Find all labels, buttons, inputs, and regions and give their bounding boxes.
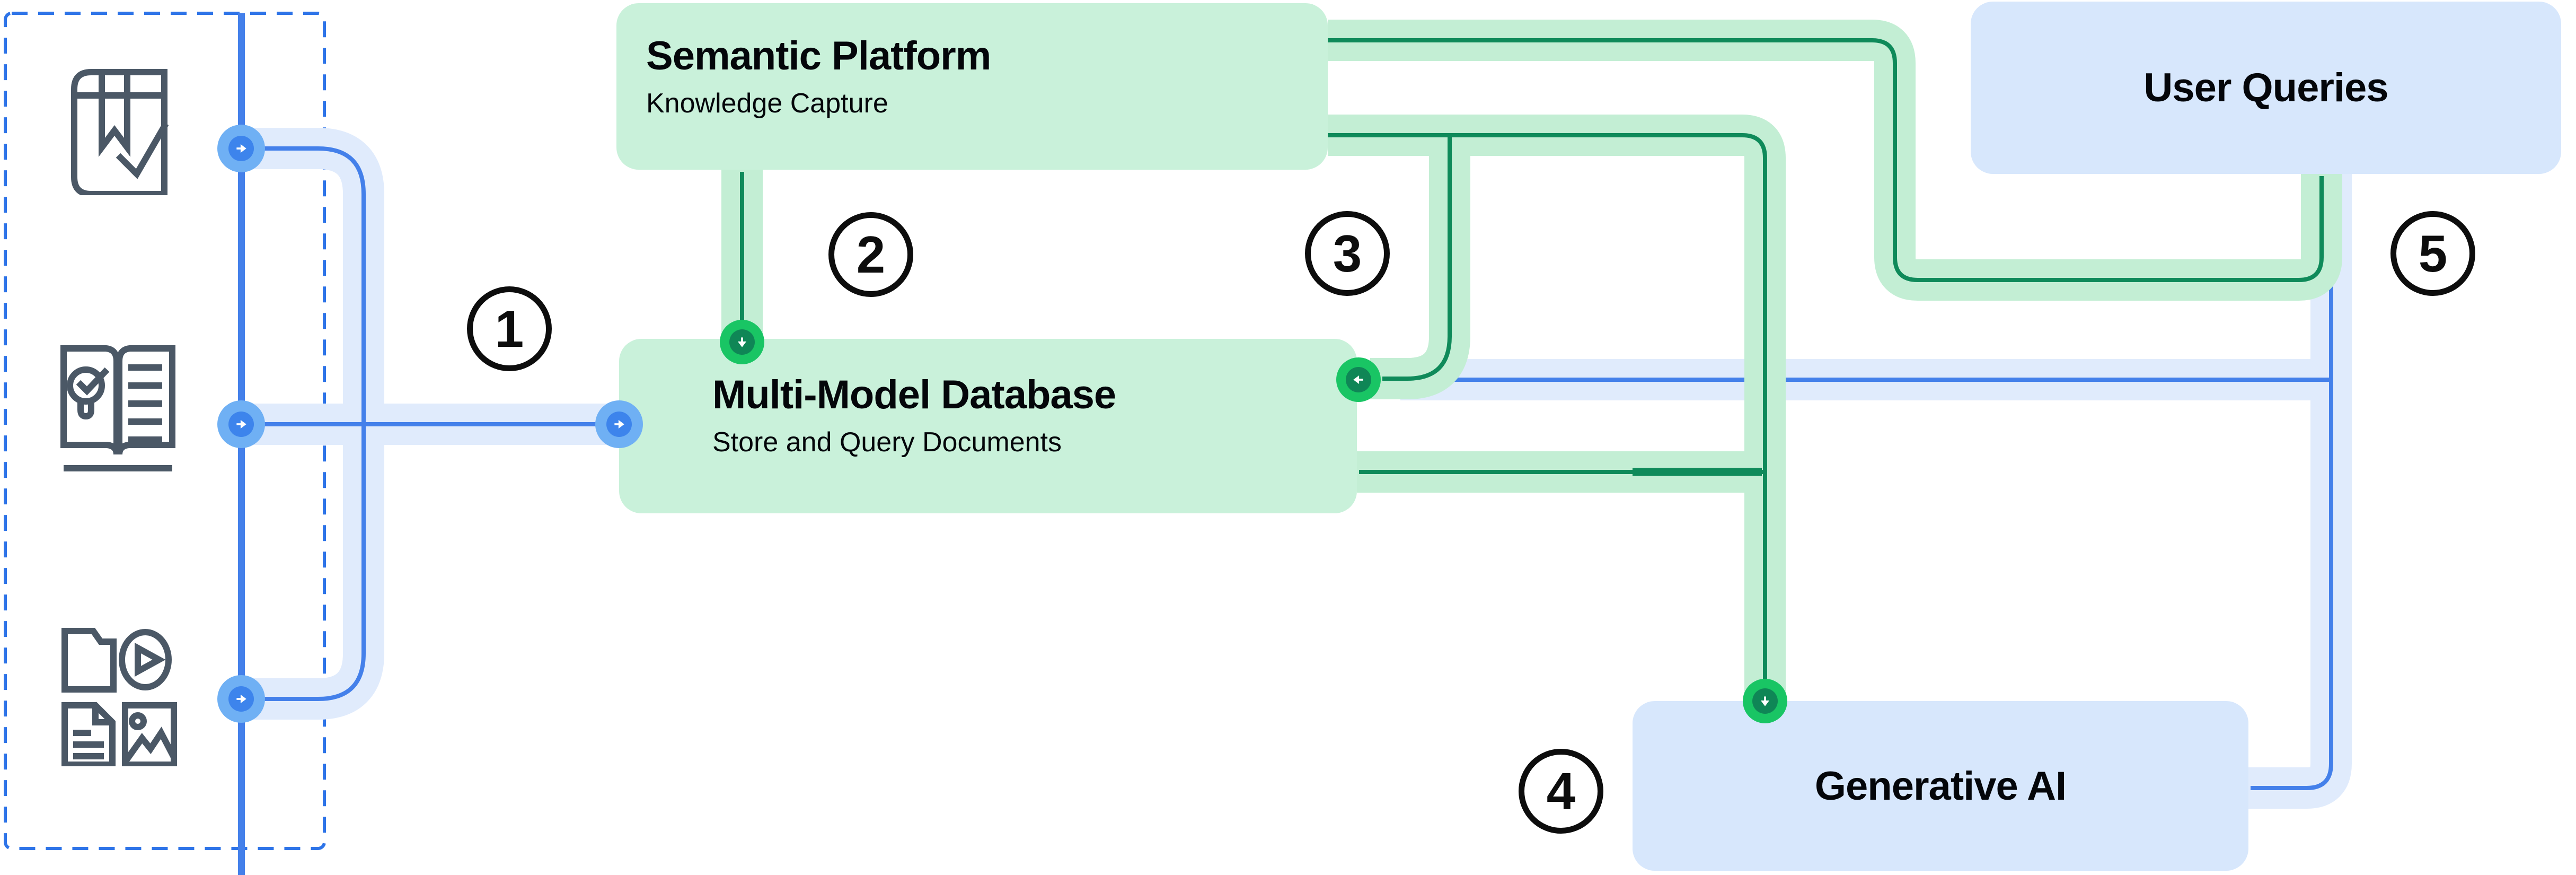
open-book-idea-icon bbox=[60, 345, 175, 471]
flow-node-database-to-genai-arrow-icon bbox=[1743, 679, 1787, 723]
step-badge-4: 4 bbox=[1519, 749, 1603, 834]
book-check-icon bbox=[71, 69, 169, 195]
flow-node-source-2-arrow-icon bbox=[217, 400, 265, 448]
edge-line-semanticplatform-and-database bbox=[740, 38, 2324, 699]
step-badge-5: 5 bbox=[2390, 211, 2475, 296]
multi-model-database-subtitle: Store and Query Documents bbox=[712, 427, 1062, 458]
media-files-icon bbox=[61, 628, 177, 766]
multi-model-database-title: Multi-Model Database bbox=[712, 372, 1116, 417]
semantic-platform-box: Semantic Platform Knowledge Capture bbox=[616, 3, 1328, 170]
edge-line-userqueries-to-database-and-genai bbox=[1400, 174, 2333, 790]
semantic-platform-title: Semantic Platform bbox=[646, 33, 991, 78]
semantic-platform-subtitle: Knowledge Capture bbox=[646, 88, 888, 119]
flow-node-source-3-arrow-icon bbox=[217, 675, 265, 723]
flow-node-queries-into-database-arrow-icon bbox=[1336, 357, 1381, 402]
generative-ai-box: Generative AI bbox=[1633, 701, 2248, 871]
flow-node-database-ingest-arrow-icon bbox=[595, 400, 643, 448]
multi-model-database-box: Multi-Model Database Store and Query Doc… bbox=[619, 339, 1357, 513]
step-badge-2: 2 bbox=[828, 212, 913, 297]
flow-node-platform-to-database-arrow-icon bbox=[720, 320, 764, 364]
user-queries-title: User Queries bbox=[2143, 65, 2388, 110]
step-badge-3: 3 bbox=[1305, 211, 1390, 296]
flow-node-source-1-arrow-icon bbox=[217, 125, 265, 172]
edge-line-sources-to-database bbox=[241, 146, 617, 701]
generative-ai-title: Generative AI bbox=[1814, 763, 2067, 809]
step-badge-1: 1 bbox=[467, 286, 552, 371]
user-queries-box: User Queries bbox=[1971, 2, 2561, 174]
